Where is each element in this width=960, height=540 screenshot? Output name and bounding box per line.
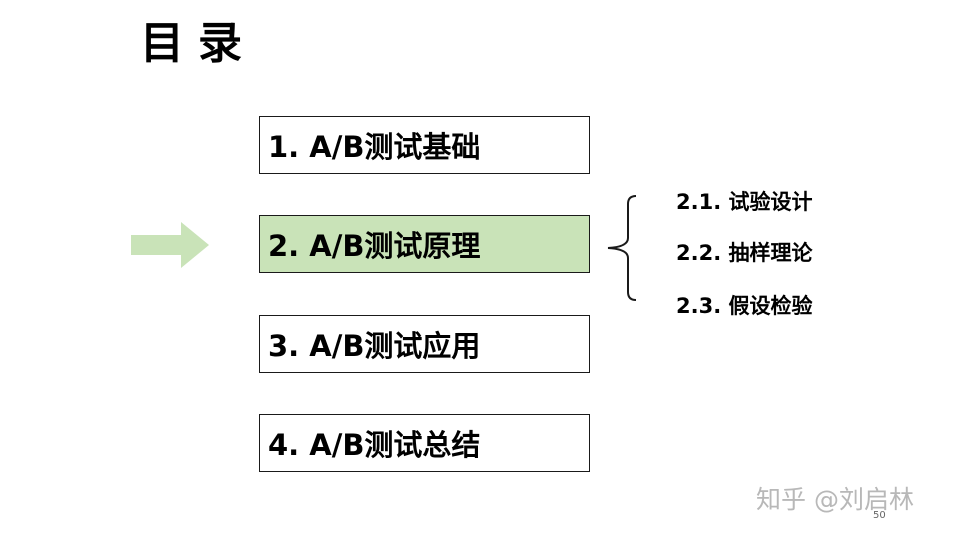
toc-item-label: 2. A/B测试原理 <box>268 229 481 263</box>
toc-item-label: 1. A/B测试基础 <box>268 130 481 164</box>
toc-item-label: 3. A/B测试应用 <box>268 329 481 363</box>
watermark: 知乎 @刘启林 <box>756 485 914 514</box>
toc-item-3: 3. A/B测试应用 <box>259 315 590 373</box>
subitem-hypothesis-testing: 2.3. 假设检验 <box>676 294 813 318</box>
subitem-experiment-design: 2.1. 试验设计 <box>676 190 813 214</box>
left-brace-icon <box>607 195 637 301</box>
right-arrow-icon <box>131 222 209 268</box>
page-number: 50 <box>873 510 886 521</box>
toc-item-1: 1. A/B测试基础 <box>259 116 590 174</box>
toc-item-label: 4. A/B测试总结 <box>268 428 481 462</box>
slide-title: 目录 <box>140 18 256 69</box>
subitem-sampling-theory: 2.2. 抽样理论 <box>676 241 813 265</box>
toc-item-4: 4. A/B测试总结 <box>259 414 590 472</box>
toc-item-2-active: 2. A/B测试原理 <box>259 215 590 273</box>
